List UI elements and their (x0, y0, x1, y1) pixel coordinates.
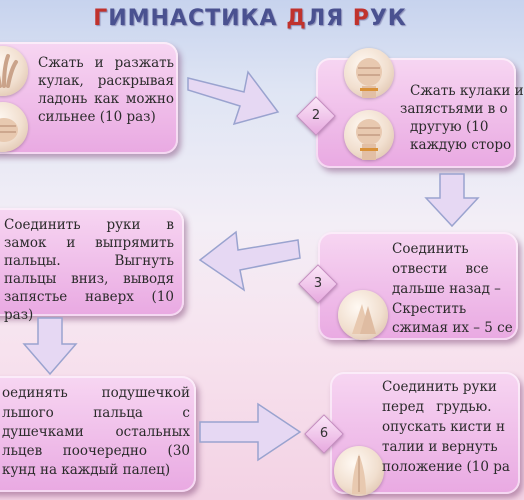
crossed-hands-photo (338, 290, 388, 340)
page-title: ГИМНАСТИКА ДЛЯ РУК (0, 6, 500, 31)
step-3-line-1: Соединить (392, 241, 469, 257)
open-hand-photo (0, 46, 28, 96)
step-2-line-2: запястьями в о (400, 101, 508, 117)
step-1-text: Сжать и разжать кулак, раскрывая ладонь … (38, 55, 174, 125)
step-6-line-2: перед грудью. (382, 399, 492, 415)
prayer-hands-photo (334, 446, 384, 496)
step-6-number: 6 (319, 426, 329, 441)
step-3-line-3: дальше назад – (392, 281, 501, 297)
step-2-number: 2 (311, 108, 321, 123)
step-4-card (0, 208, 184, 316)
step-3-line-2: отвести все (392, 261, 489, 277)
title-letter-r: Р (352, 6, 370, 31)
step-2-line-1: Сжать кулаки и (410, 83, 524, 99)
step-5-line-3: душечками остальных (2, 424, 190, 440)
arrow-left-middle (198, 230, 301, 292)
step-6-line-1: Соединить руки (382, 379, 497, 395)
fist-photo-2b (344, 110, 394, 160)
step-1-card (0, 42, 178, 154)
fist-photo-2a (344, 48, 394, 98)
step-5-line-1: оединять подушечкой (2, 385, 190, 401)
step-5-line-4: льцев поочередно (30 (2, 443, 190, 459)
title-letter-d: Д (286, 6, 307, 31)
step-5-line-2: льшого пальца с (2, 405, 190, 421)
step-5-card (0, 376, 196, 492)
step-3-line-5: сжимая их – 5 се (392, 320, 513, 336)
step-6-line-4: талии и вернуть (382, 439, 498, 455)
step-3-line-4: Скрестить (392, 301, 467, 317)
title-text-3: УК (369, 6, 407, 31)
step-6-line-3: опускать кисти н (382, 419, 505, 435)
arrow-down-right (424, 173, 480, 228)
step-5-line-5: кунд на каждый палец) (2, 462, 171, 478)
title-text-1: ИМНАСТИКА (108, 6, 287, 31)
title-letter-g: Г (93, 6, 109, 31)
arrow-down-left (22, 317, 78, 376)
step-3-number: 3 (313, 276, 323, 291)
fist-photo (0, 102, 28, 152)
step-2-line-3: другую (10 (410, 119, 489, 135)
arrow-right-top (187, 70, 280, 126)
arrow-right-bottom (199, 402, 302, 462)
step-4-text: Соединить руки в замок и выпрямить пальц… (4, 217, 174, 323)
step-2-line-4: каждую сторо (410, 137, 512, 153)
title-text-2: ЛЯ (306, 6, 353, 31)
step-6-line-5: положение (10 ра (382, 459, 510, 475)
